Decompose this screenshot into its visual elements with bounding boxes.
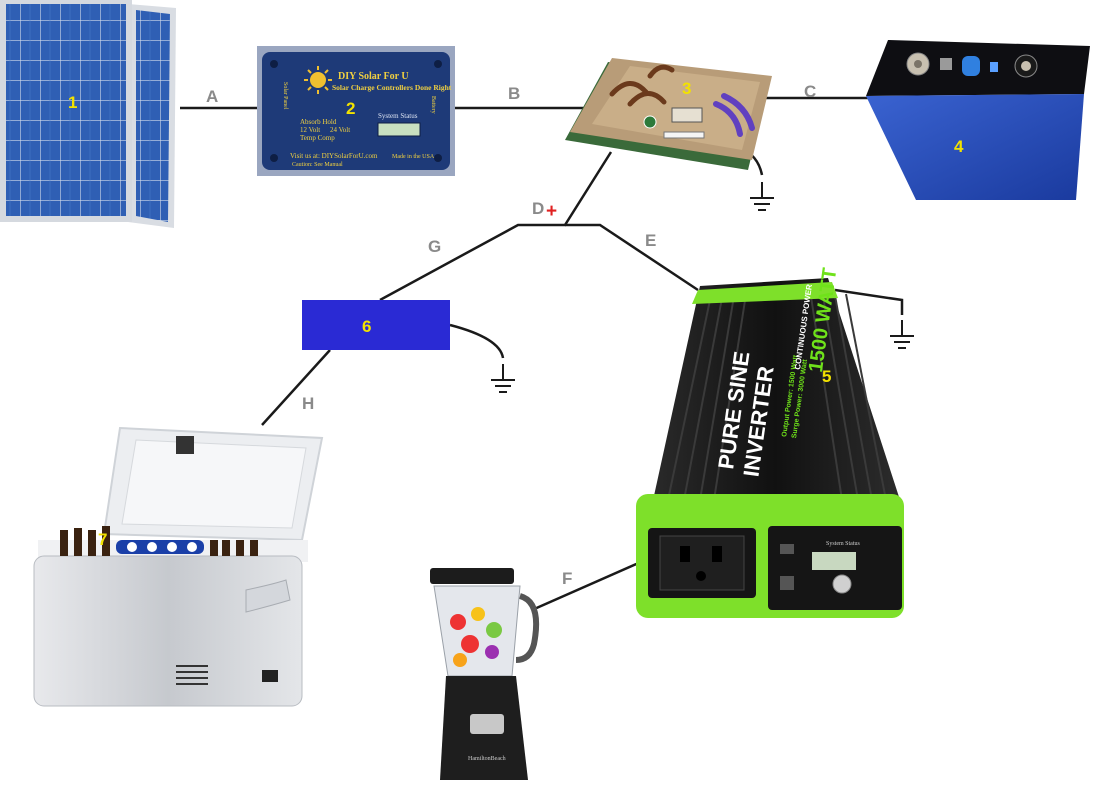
controller-brand: DIY Solar For U — [338, 71, 409, 82]
wire-d — [379, 151, 613, 302]
label-e: E — [645, 231, 656, 250]
controller-opt-1: Absorb Hold — [300, 118, 337, 126]
blender: HamiltonBeach — [430, 568, 540, 780]
sun-logo-icon — [304, 66, 332, 94]
inverter-number: 5 — [822, 367, 831, 386]
controller-caution: Caution: See Manual — [292, 162, 343, 168]
controller-visit: Visit us at: DIYSolarForU.com — [290, 152, 378, 160]
ground-lead-block — [449, 323, 505, 359]
bms-board: 3 — [565, 58, 772, 170]
label-g: G — [428, 237, 441, 256]
connection-labels: A B C D + E F G H — [206, 82, 816, 588]
controller-side-right: Battery — [430, 96, 436, 114]
controller-display — [377, 122, 421, 137]
plus-sign: + — [546, 201, 557, 222]
solar-panel: 1 — [0, 0, 176, 228]
distribution-block-number: 6 — [362, 317, 371, 336]
lifepo4-battery: 4 — [866, 40, 1090, 200]
controller-opt-2: 12 Volt — [300, 126, 320, 134]
label-d: D — [532, 199, 544, 218]
label-b: B — [508, 84, 520, 103]
inverter-status-label: System Status — [826, 541, 861, 547]
controller-opt-4: Temp Comp — [300, 134, 335, 142]
ground-symbol-bms — [749, 181, 775, 211]
controller-display-label: System Status — [378, 112, 418, 120]
wire-f — [531, 556, 651, 612]
fridge-number: 7 — [98, 530, 107, 549]
ground-symbol-inverter — [889, 319, 915, 349]
battery-number: 4 — [954, 137, 964, 156]
controller-tagline: Solar Charge Controllers Done Right — [332, 83, 452, 92]
controller-number: 2 — [346, 99, 355, 118]
wire-h — [261, 349, 331, 426]
pure-sine-inverter: System Status PURE SINE INVERTER Output … — [636, 267, 904, 618]
ground-lead-inverter — [834, 288, 904, 315]
charge-controller: DIY Solar For U Solar Charge Controllers… — [257, 46, 455, 176]
fridge-contents — [60, 526, 258, 556]
controller-made: Made in the USA — [392, 154, 435, 160]
wire-e — [565, 223, 699, 292]
blender-brand: HamiltonBeach — [468, 756, 506, 762]
controller-opt-3: 24 Volt — [330, 126, 350, 134]
distribution-block: 6 — [302, 300, 450, 350]
wires — [180, 96, 904, 612]
label-a: A — [206, 87, 218, 106]
label-f: F — [562, 569, 572, 588]
ground-symbol-block — [490, 363, 516, 393]
controller-side-left: Solar Panel — [282, 82, 288, 110]
label-h: H — [302, 394, 314, 413]
solar-panel-number: 1 — [68, 93, 77, 112]
label-c: C — [804, 82, 816, 101]
portable-fridge: 7 — [33, 426, 324, 707]
bms-number: 3 — [682, 79, 691, 98]
